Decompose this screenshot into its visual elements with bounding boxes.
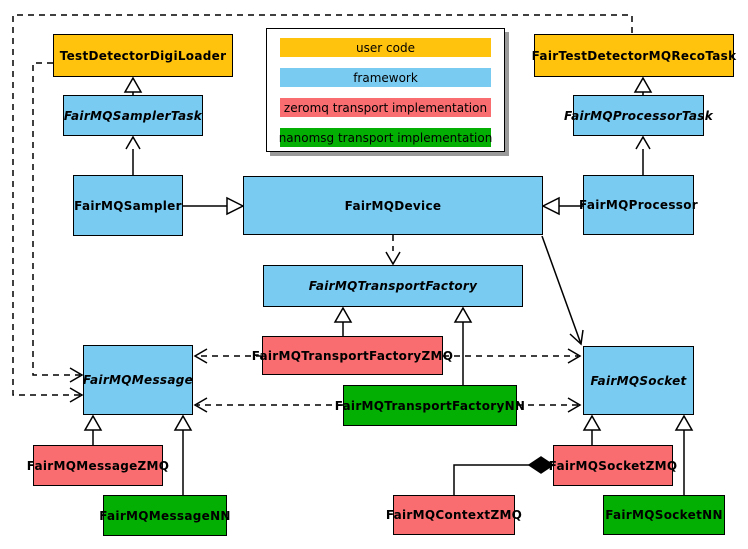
node-fairmqsocketzmq: FairMQSocketZMQ — [549, 445, 677, 486]
node-fairmqsamplertask: FairMQSamplerTask — [63, 95, 203, 136]
node-label: FairMQSampler — [74, 198, 182, 213]
node-fairmqsampler: FairMQSampler — [73, 175, 183, 236]
node-fairmqdevice: FairMQDevice — [243, 176, 543, 235]
node-label: FairMQProcessorTask — [563, 108, 714, 123]
node-fairmqtransportfactorynn: FairMQTransportFactoryNN — [335, 385, 525, 426]
node-label: FairMQDevice — [344, 198, 442, 213]
node-label: FairMQSocketNN — [605, 508, 723, 522]
node-label: FairMQMessage — [82, 373, 194, 387]
legend-item-zeromq: zeromq transport implementation — [280, 98, 491, 117]
node-label: FairMQMessageZMQ — [26, 458, 170, 473]
open-arrowheads — [69, 135, 651, 413]
node-label: FairMQProcessor — [579, 198, 698, 212]
legend-label: nanomsg transport implementation — [278, 130, 493, 145]
node-fairmqprocessor: FairMQProcessor — [579, 175, 698, 235]
legend-label: framework — [353, 70, 418, 85]
node-fairmqsocket: FairMQSocket — [583, 346, 694, 415]
legend-item-nanomsg: nanomsg transport implementation — [278, 128, 493, 147]
node-fairmqtransportfactory: FairMQTransportFactory — [263, 265, 523, 307]
legend-item-user-code: user code — [280, 38, 491, 57]
node-label: FairMQTransportFactory — [308, 279, 478, 293]
node-label: FairMQSocket — [590, 373, 687, 388]
node-testdetectordigiloader: TestDetectorDigiLoader — [53, 34, 233, 77]
edge-digiloader-to-message — [32, 62, 80, 376]
node-label: FairTestDetectorMQRecoTask — [531, 48, 737, 63]
node-label: FairMQSamplerTask — [63, 108, 203, 123]
node-label: FairMQMessageNN — [99, 508, 231, 523]
node-fairmqmessagezmq: FairMQMessageZMQ — [27, 445, 169, 486]
node-label: TestDetectorDigiLoader — [59, 48, 227, 63]
node-label: FairMQSocketZMQ — [548, 458, 678, 473]
node-fairmqtransportfactoryzmq: FairMQTransportFactoryZMQ — [252, 336, 453, 375]
node-fairtestdetectormqrecotask: FairTestDetectorMQRecoTask — [531, 34, 737, 77]
edge-recotask-to-message — [12, 14, 633, 396]
node-fairmqcontextzmq: FairMQContextZMQ — [386, 495, 522, 535]
node-fairmqprocessortask: FairMQProcessorTask — [564, 95, 713, 136]
node-label: FairMQTransportFactoryNN — [334, 398, 526, 413]
legend-label: user code — [356, 40, 415, 55]
solid-shafts — [92, 92, 685, 495]
inheritance-triangles — [83, 76, 694, 431]
node-fairmqmessagenn: FairMQMessageNN — [99, 495, 230, 536]
legend-label: zeromq transport implementation — [283, 100, 488, 115]
node-fairmqmessage: FairMQMessage — [83, 345, 193, 415]
node-label: FairMQTransportFactoryZMQ — [251, 348, 454, 363]
legend: user code framework zeromq transport imp… — [266, 28, 505, 152]
node-fairmqsocketnn: FairMQSocketNN — [603, 495, 725, 535]
node-label: FairMQContextZMQ — [385, 508, 523, 522]
legend-item-framework: framework — [280, 68, 491, 87]
